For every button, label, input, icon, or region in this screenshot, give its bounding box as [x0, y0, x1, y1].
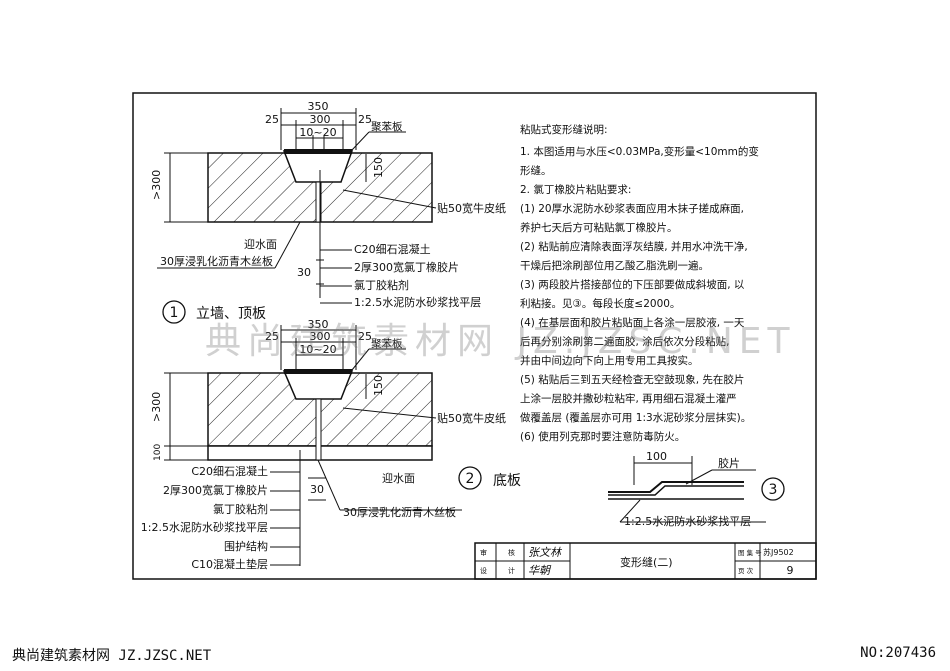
- tb-label-0: 审: [480, 548, 487, 557]
- label-mortar: 1:2.5水泥防水砂浆找平层: [354, 295, 481, 309]
- stack-label-5: C10混凝土垫层: [191, 557, 268, 571]
- dim-350-2: 350: [308, 318, 329, 331]
- dim-25-right: 25: [358, 113, 372, 126]
- stack-label-2: 氯丁胶粘剂: [213, 502, 268, 516]
- stack-label-0: C20细石混凝土: [191, 464, 268, 478]
- tb-row1-label: 图 集 号: [738, 548, 762, 557]
- note-line: 2. 氯丁橡胶片粘贴要求:: [520, 184, 632, 196]
- label-paper-2: 贴50宽牛皮纸: [437, 411, 506, 425]
- label-board: 聚苯板: [371, 120, 403, 133]
- tb-sign-2: 华朝: [528, 564, 552, 577]
- dim-25-left-2: 25: [265, 330, 279, 343]
- label-paper: 贴50宽牛皮纸: [437, 201, 506, 215]
- rubber-sheet-top: [284, 149, 352, 154]
- note-line: (1) 20厚水泥防水砂浆表面应用木抹子搓成麻面,: [520, 203, 744, 215]
- notes-title: 粘贴式变形缝说明:: [520, 124, 608, 136]
- detail-3-number: 3: [769, 482, 778, 498]
- label-concrete: C20细石混凝土: [354, 242, 431, 256]
- note-line: 并由中间边向下向上用专用工具按实。: [520, 355, 699, 367]
- note-line: (6) 使用列克那时要注意防毒防火。: [520, 431, 686, 443]
- dim-300-2: 300: [310, 330, 331, 343]
- dim-25-right-2: 25: [358, 330, 372, 343]
- rubber-sheet-2: [284, 369, 352, 374]
- stack-label-3: 1:2.5水泥防水砂浆找平层: [141, 520, 268, 534]
- dim-100-3: 100: [646, 450, 667, 463]
- footer-number: NO:207436: [860, 645, 936, 661]
- dim-gap: 10~20: [299, 126, 336, 139]
- tb-atlas: 苏J9502: [763, 547, 794, 557]
- title-block: 审 核 设 计 张文林 华朝 变形缝(二) 图 集 号 苏J9502 页 次 9: [474, 542, 817, 580]
- detail-2-floor: 350 25 300 25 10~20 >300 100 150 聚苯板 贴50…: [141, 318, 521, 571]
- note-line: 1. 本图适用与水压<0.03MPa,变形量<10mm的变: [520, 146, 759, 158]
- label-glue: 氯丁胶粘剂: [354, 278, 409, 292]
- dim-30: 30: [297, 266, 311, 279]
- recess-fill: [282, 150, 354, 183]
- stack-label-1: 2厚300宽氯丁橡胶片: [163, 483, 268, 497]
- label-felt: 30厚浸乳化沥青木丝板: [160, 254, 273, 268]
- watermark: 典尚建筑素材网 JZ.JZSC.NET: [205, 321, 796, 362]
- dim-25-left: 25: [265, 113, 279, 126]
- label-mortar-3: 1:2.5水泥防水砂浆找平层: [624, 514, 751, 528]
- tb-row2-label: 页 次: [738, 566, 754, 575]
- note-line: 后再分别涂刷第二遍面胶, 涂后依次分段粘贴,: [520, 336, 730, 348]
- stack-label-4: 围护结构: [224, 539, 268, 553]
- dim-side-2: >300: [150, 392, 163, 422]
- tb-sign-1: 张文林: [528, 546, 563, 559]
- recess-fill-2: [282, 370, 354, 400]
- tb-label-2: 设: [480, 566, 487, 575]
- overlap-sheet: [608, 481, 744, 493]
- dim-side: >300: [150, 170, 163, 200]
- detail-2-title: 底板: [493, 473, 521, 489]
- note-line: 做覆盖层 (覆盖层亦可用 1:3水泥砂浆分层抹实)。: [520, 412, 752, 424]
- tb-title: 变形缝(二): [620, 555, 673, 569]
- detail-2-number: 2: [466, 471, 475, 487]
- label-board-2: 聚苯板: [371, 337, 403, 350]
- dim-350: 350: [308, 100, 329, 113]
- note-line: 干燥后把涂刷部位用乙酸乙脂洗刷一遍。: [520, 260, 709, 272]
- dim-30-2: 30: [310, 483, 324, 496]
- tb-label-1: 核: [508, 548, 515, 557]
- detail-1-title: 立墙、顶板: [196, 306, 266, 322]
- detail-3-overlap: 100 胶片 1:2.5水泥防水砂浆找平层 3: [608, 450, 785, 528]
- note-line: (2) 粘贴前应清除表面浮灰结膜, 并用水冲洗干净,: [520, 241, 748, 253]
- dim-300: 300: [310, 113, 331, 126]
- label-rubber: 2厚300宽氯丁橡胶片: [354, 260, 459, 274]
- note-line: (5) 粘贴后三到五天经检查无空鼓现象, 先在胶片: [520, 374, 745, 386]
- joint-filler-2: [315, 398, 322, 461]
- note-line: 形缝。: [520, 165, 552, 177]
- notes-list: 1. 本图适用与水压<0.03MPa,变形量<10mm的变 形缝。 2. 氯丁橡…: [520, 143, 759, 447]
- dim-150-2: 150: [372, 375, 385, 396]
- tb-page: 9: [787, 564, 794, 577]
- detail-1-number: 1: [170, 305, 179, 321]
- note-line: 利粘接。见③。每段长度≤2000。: [520, 298, 681, 310]
- dim-gap-2: 10~20: [299, 343, 336, 356]
- note-line: (4) 在基层面和胶片粘贴面上各涂一层胶液, 一天: [520, 317, 745, 329]
- dim-100: 100: [153, 444, 163, 461]
- detail-1-wall-roof: 350 25 300 25 10~20 >300 150 聚苯板 贴50宽牛皮纸…: [150, 100, 506, 324]
- note-line: 养护七天后方可粘贴氯丁橡胶片。: [520, 222, 678, 234]
- note-line: 上涂一层胶并撒砂粒粘牢, 再用细石混凝土灌严: [520, 393, 737, 405]
- tb-label-3: 计: [508, 566, 515, 575]
- joint-filler: [315, 181, 322, 223]
- footer-site: 典尚建筑素材网 JZ.JZSC.NET: [12, 648, 212, 664]
- label-water: 迎水面: [244, 238, 277, 251]
- label-water-2: 迎水面: [382, 472, 415, 485]
- note-line: (3) 两段胶片搭接部位的下压部要做成斜坡面, 以: [520, 279, 745, 291]
- label-felt-2: 30厚浸乳化沥青木丝板: [343, 505, 456, 519]
- dim-150: 150: [372, 157, 385, 178]
- label-sheet-3: 胶片: [718, 456, 740, 470]
